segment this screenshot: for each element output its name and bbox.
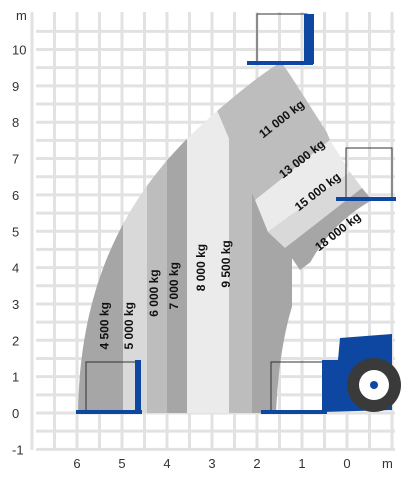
zone-label: 9 500 kg (219, 240, 233, 287)
machine-diagram (76, 13, 401, 414)
x-tick-label: 6 (73, 456, 80, 471)
x-tick-label: 3 (208, 456, 215, 471)
load-position-right (336, 147, 396, 201)
y-tick-label: 4 (12, 261, 19, 276)
x-tick-label: 1 (298, 456, 305, 471)
zone-label: 8 000 kg (194, 244, 208, 291)
y-tick-label: 2 (12, 333, 19, 348)
zone-8000 (187, 62, 231, 413)
y-tick-label: 0 (12, 406, 19, 421)
y-tick-label: 10 (12, 43, 26, 58)
y-tick-label: 8 (12, 115, 19, 130)
y-tick-label: 5 (12, 224, 19, 239)
y-tick-label: 1 (12, 370, 19, 385)
zone-label: 7 000 kg (167, 262, 181, 309)
y-tick-label: 7 (12, 152, 19, 167)
zone-7000 (167, 62, 189, 413)
y-unit-label: m (16, 8, 27, 23)
x-tick-label: 5 (118, 456, 125, 471)
telehandler-machine (322, 334, 401, 412)
zone-label: 6 000 kg (147, 269, 161, 316)
x-tick-label: 0 (343, 456, 350, 471)
load-position-bottom (261, 361, 327, 414)
zone-label: 4 500 kg (98, 302, 112, 349)
y-tick-label: 6 (12, 188, 19, 203)
zone-18000 (285, 188, 372, 270)
load-position-top (247, 13, 314, 65)
x-unit-label: m (382, 456, 393, 471)
zone-15000 (268, 172, 362, 248)
x-tick-label: 2 (253, 456, 260, 471)
x-tick-label: 4 (163, 456, 170, 471)
load-position-left (76, 360, 142, 414)
y-tick-label: 9 (12, 79, 19, 94)
zone-label: 5 000 kg (122, 302, 136, 349)
y-tick-label: 3 (12, 297, 19, 312)
y-tick-label: -1 (12, 442, 24, 457)
zone-13000 (255, 140, 350, 232)
